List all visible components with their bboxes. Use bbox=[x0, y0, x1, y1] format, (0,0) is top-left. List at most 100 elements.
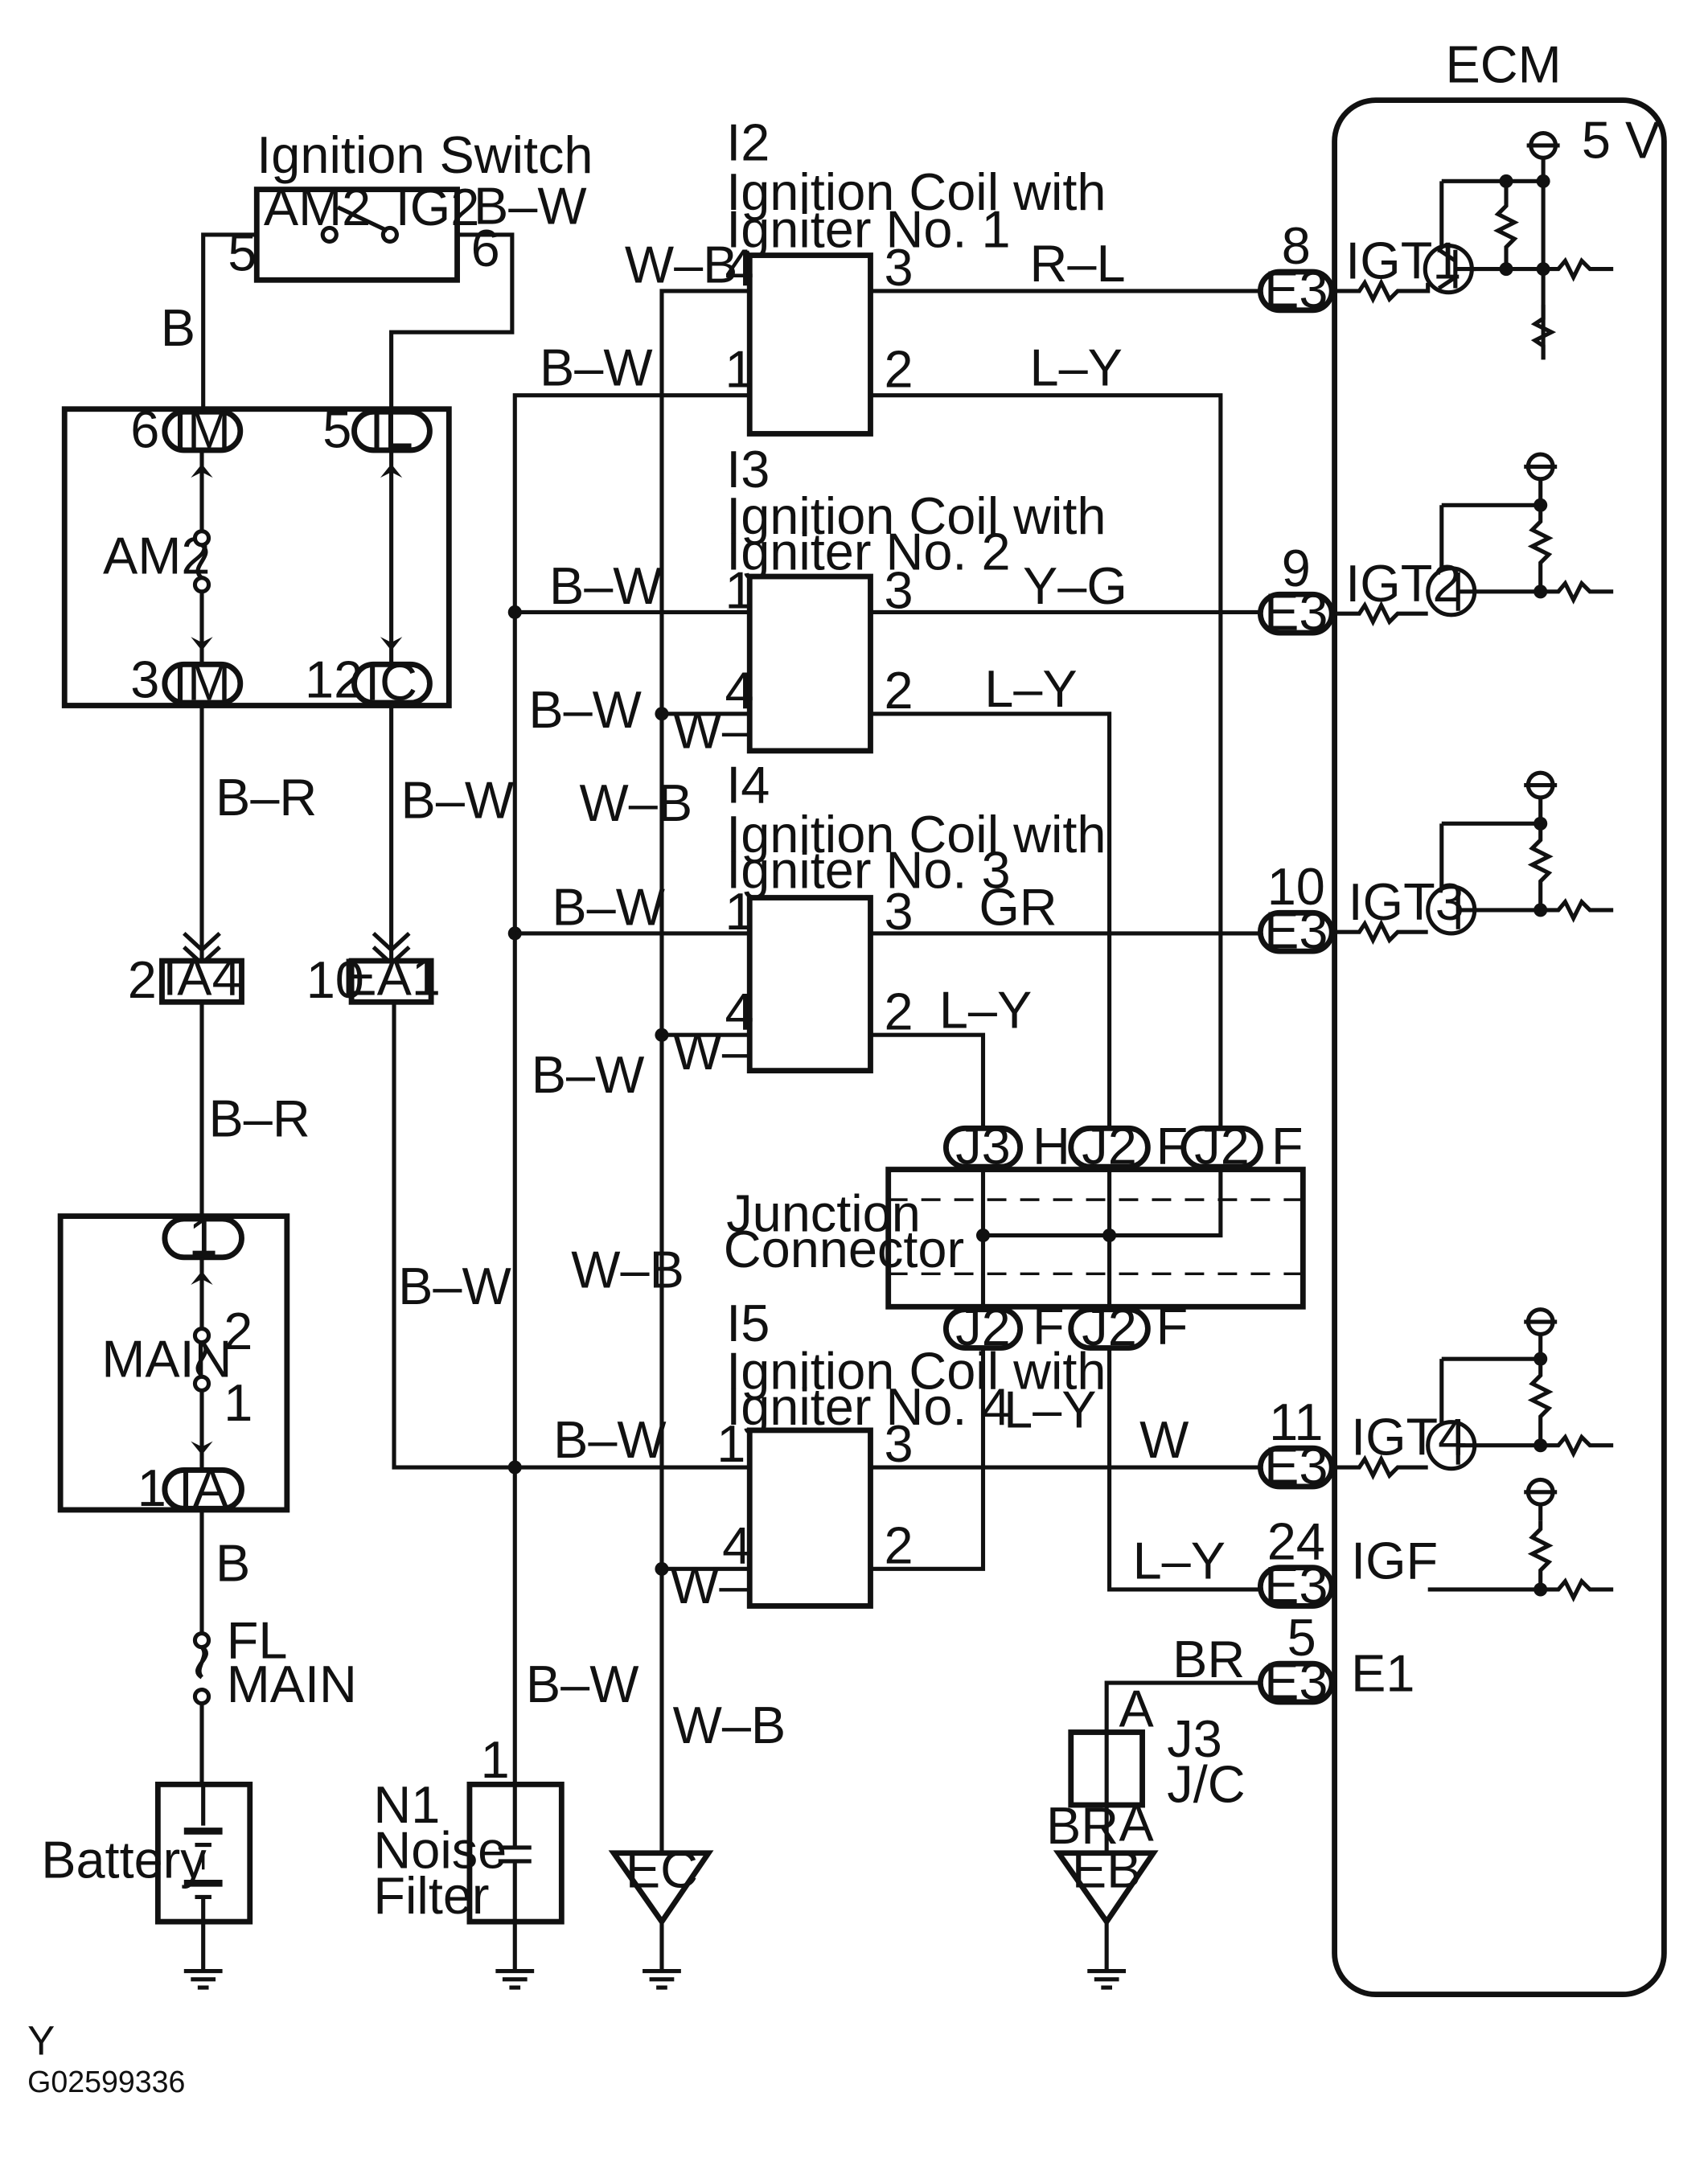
svg-text:1: 1 bbox=[224, 1373, 253, 1432]
wire-label-gr: GR bbox=[979, 878, 1057, 937]
svg-text:J2: J2 bbox=[955, 1298, 1011, 1356]
svg-text:IGT2: IGT2 bbox=[1345, 554, 1461, 613]
wire-label-ly-3: L–Y bbox=[939, 981, 1032, 1040]
wire-label-bw-e: B–W bbox=[532, 1045, 645, 1104]
wire-label-ly-5: L–Y bbox=[1133, 1531, 1226, 1590]
ignition-coil-4: I5 Ignition Coil with Igniter No. 4 1 4 … bbox=[716, 1294, 1107, 1609]
junction-connector: Junction Connector J3 H J2 F J2 F J2 F J… bbox=[724, 1117, 1306, 1356]
svg-text:EA1: EA1 bbox=[342, 948, 441, 1007]
ground-ec: EC bbox=[608, 1840, 714, 1990]
svg-text:6: 6 bbox=[130, 400, 159, 459]
svg-text:3: 3 bbox=[885, 882, 914, 941]
svg-text:1: 1 bbox=[716, 1414, 745, 1473]
svg-text:1: 1 bbox=[138, 1458, 166, 1517]
ecm-pin-igt3: 10 E3 IGT3 bbox=[1257, 857, 1464, 960]
main-fuse-block: 1 IA 1 MAIN 2 1 bbox=[57, 1207, 290, 1517]
ecm-pin-igt1: 8 E3 IGT1 bbox=[1257, 216, 1461, 318]
svg-text:FL: FL bbox=[227, 1610, 288, 1669]
svg-text:H: H bbox=[1033, 1117, 1070, 1175]
ecm-igt4-circuit bbox=[1426, 1307, 1614, 1471]
ecm-transistor-igt1 bbox=[1423, 244, 1476, 295]
svg-text:J3: J3 bbox=[955, 1117, 1011, 1175]
wire-label-ly-1: L–Y bbox=[1030, 338, 1123, 397]
svg-text:I5: I5 bbox=[726, 1294, 770, 1352]
ground-eb: EB bbox=[1053, 1840, 1159, 1990]
battery: Battery bbox=[41, 1781, 253, 1990]
svg-text:2: 2 bbox=[885, 661, 914, 720]
footer-code: Y bbox=[27, 2018, 55, 2064]
svg-text:5: 5 bbox=[1287, 1608, 1316, 1667]
svg-text:2: 2 bbox=[885, 339, 914, 398]
svg-text:1: 1 bbox=[725, 882, 754, 941]
wire-wb-bus bbox=[659, 289, 750, 1853]
svg-text:A: A bbox=[1119, 1793, 1155, 1852]
ignition-switch: Ignition Switch AM2 IG2 5 6 B–W bbox=[228, 125, 593, 283]
ignition-switch-title: Ignition Switch bbox=[257, 125, 593, 184]
svg-text:MAIN: MAIN bbox=[227, 1655, 357, 1713]
wire-label-wb-c: W–B bbox=[580, 773, 693, 832]
svg-text:6: 6 bbox=[471, 219, 500, 277]
svg-text:Junction: Junction bbox=[726, 1184, 921, 1242]
svg-text:F: F bbox=[1033, 1296, 1065, 1355]
wire-label-b-top: B bbox=[161, 298, 195, 357]
ecm-5v-label: 5 V bbox=[1582, 110, 1660, 169]
svg-text:Ignition Coil with: Ignition Coil with bbox=[726, 805, 1106, 864]
svg-text:Igniter No. 2: Igniter No. 2 bbox=[726, 523, 1010, 581]
ecm-igt3-circuit bbox=[1426, 770, 1614, 936]
battery-label: Battery bbox=[41, 1830, 207, 1889]
wire-ly-coil3 bbox=[870, 1032, 986, 1129]
svg-text:Igniter No. 3: Igniter No. 3 bbox=[726, 841, 1010, 900]
wire-label-bw-g: B–W bbox=[526, 1655, 639, 1713]
svg-text:2: 2 bbox=[224, 1302, 253, 1360]
ecm-title: ECM bbox=[1446, 35, 1562, 93]
svg-text:E3: E3 bbox=[1264, 583, 1328, 642]
svg-text:B–W: B–W bbox=[474, 176, 587, 235]
svg-text:5: 5 bbox=[322, 400, 351, 459]
svg-text:1: 1 bbox=[725, 560, 754, 619]
footer-ref: G02599336 bbox=[27, 2065, 185, 2098]
ecm-pin-e1: 5 E3 E1 bbox=[1257, 1608, 1414, 1711]
svg-text:E3: E3 bbox=[1264, 1556, 1328, 1614]
ecm-igt1-circuit: 5 V bbox=[1439, 110, 1660, 360]
svg-text:4: 4 bbox=[722, 1516, 751, 1575]
wire-label-ly-2: L–Y bbox=[984, 659, 1077, 718]
ecm-box bbox=[1332, 97, 1667, 1998]
ecm-pin-igt2: 9 E3 IGT2 bbox=[1257, 539, 1461, 642]
svg-text:3: 3 bbox=[130, 650, 159, 708]
svg-text:IGT3: IGT3 bbox=[1349, 872, 1464, 931]
wire-label-w: W bbox=[1139, 1410, 1189, 1469]
svg-text:4: 4 bbox=[725, 661, 754, 720]
svg-text:3: 3 bbox=[885, 560, 914, 619]
svg-text:3: 3 bbox=[885, 238, 914, 297]
svg-text:F: F bbox=[1156, 1296, 1189, 1355]
wb-bus-junctions bbox=[655, 707, 669, 1576]
svg-text:8: 8 bbox=[1282, 216, 1311, 275]
svg-text:I3: I3 bbox=[726, 440, 770, 498]
wire-bw-bus bbox=[512, 393, 750, 1785]
fusible-link-main: FL MAIN bbox=[192, 1610, 357, 1713]
wire-bw-switch-to-il bbox=[389, 232, 515, 412]
wire-ly-coil2 bbox=[870, 712, 1112, 1129]
wire-label-br-1: B–R bbox=[216, 768, 317, 827]
wire-label-bw-d: B–W bbox=[552, 878, 665, 937]
svg-text:I2: I2 bbox=[726, 113, 770, 172]
svg-text:Ignition Coil with: Ignition Coil with bbox=[726, 162, 1106, 221]
svg-text:N1: N1 bbox=[373, 1775, 440, 1834]
wire-label-b-lower: B bbox=[216, 1534, 250, 1593]
connector-ea1: EA1 10 bbox=[306, 932, 441, 1009]
wire-ly-coil1 bbox=[870, 393, 1223, 1129]
svg-text:J3: J3 bbox=[1167, 1709, 1222, 1768]
svg-text:Noise: Noise bbox=[373, 1821, 507, 1880]
noise-filter: 1 N1 Noise Filter bbox=[373, 1730, 565, 1990]
svg-text:F: F bbox=[1271, 1117, 1304, 1175]
svg-text:2: 2 bbox=[885, 982, 914, 1040]
svg-text:1: 1 bbox=[481, 1730, 510, 1789]
wire-bw-ea1-to-coil4 bbox=[392, 1002, 750, 1470]
svg-text:10: 10 bbox=[306, 950, 364, 1009]
svg-text:4: 4 bbox=[725, 982, 754, 1040]
svg-text:IGF: IGF bbox=[1351, 1531, 1438, 1590]
svg-text:E3: E3 bbox=[1264, 901, 1328, 960]
svg-text:E3: E3 bbox=[1264, 1652, 1328, 1711]
wire-label-wb-a: W–B bbox=[625, 236, 738, 294]
